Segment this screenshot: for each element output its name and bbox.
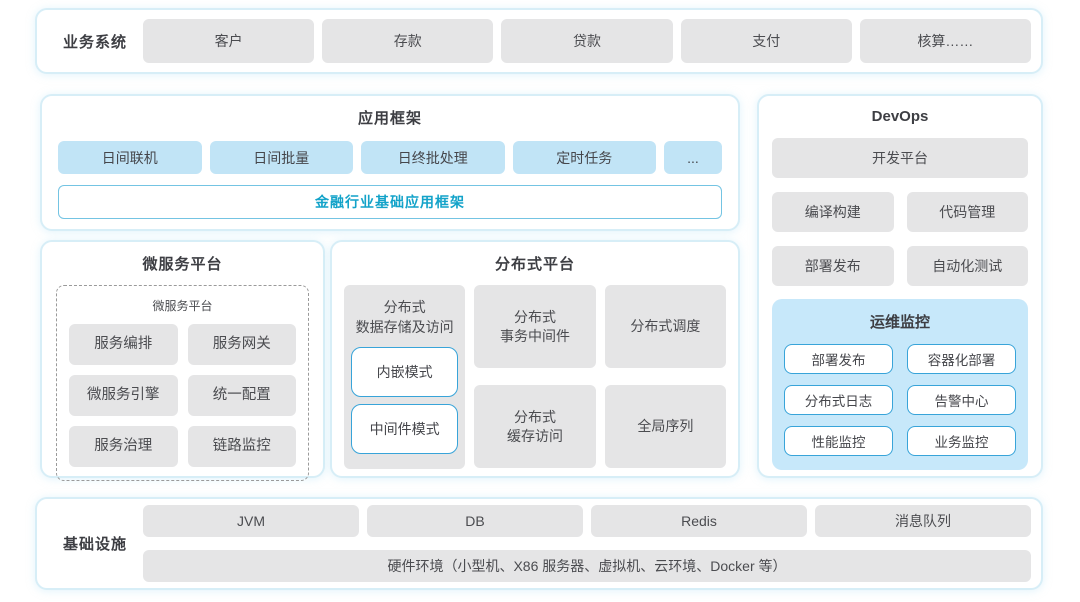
node-global-sequence: 全局序列 xyxy=(604,385,726,468)
business-systems-label: 业务系统 xyxy=(62,33,127,51)
node-distributed-scheduling: 分布式调度 xyxy=(604,285,726,368)
infrastructure-row: JVM DB Redis 消息队列 xyxy=(143,505,1031,537)
node-container-deploy: 容器化部署 xyxy=(907,344,1016,374)
ops-monitoring-panel: 运维监控 部署发布 容器化部署 分布式日志 告警中心 性能监控 业务监控 xyxy=(772,299,1028,470)
node-redis: Redis xyxy=(591,505,807,537)
node-service-governance: 服务治理 xyxy=(69,426,178,467)
node-eod-batch: 日终批处理 xyxy=(361,141,505,174)
node-service-gateway: 服务网关 xyxy=(187,324,296,365)
devops-panel: DevOps 开发平台 编译构建 代码管理 部署发布 自动化测试 运维监控 部署… xyxy=(757,94,1043,478)
node-customer: 客户 xyxy=(143,19,315,63)
distributed-grid: 分布式 数据存储及访问 内嵌模式 中间件模式 分布式 事务中间件 分布式 缓存访… xyxy=(344,285,726,469)
node-dev-platform: 开发平台 xyxy=(772,138,1028,178)
devops-grid: 编译构建 代码管理 部署发布 自动化测试 xyxy=(772,192,1028,286)
app-framework-panel: 应用框架 日间联机 日间批量 日终批处理 定时任务 ... 金融行业基础应用框架 xyxy=(40,94,740,231)
node-deposit: 存款 xyxy=(322,19,494,63)
node-microservice-engine: 微服务引擎 xyxy=(69,375,178,416)
node-db: DB xyxy=(367,505,583,537)
microservice-inner-title: 微服务平台 xyxy=(152,299,213,313)
node-distributed-data-storage: 分布式 数据存储及访问 内嵌模式 中间件模式 xyxy=(344,285,466,469)
node-deploy-release: 部署发布 xyxy=(772,246,894,286)
node-performance-monitoring: 性能监控 xyxy=(784,426,893,456)
distributed-platform-panel: 分布式平台 分布式 数据存储及访问 内嵌模式 中间件模式 分布式 事务中间件 分… xyxy=(330,240,740,478)
node-payment: 支付 xyxy=(680,19,852,63)
devops-title: DevOps xyxy=(871,108,929,125)
node-accounting: 核算…… xyxy=(859,19,1032,63)
node-hardware-environment: 硬件环境（小型机、X86 服务器、虚拟机、云环境、Docker 等） xyxy=(143,550,1031,582)
node-financial-base-framework: 金融行业基础应用框架 xyxy=(58,185,722,219)
infrastructure-panel: 基础设施 JVM DB Redis 消息队列 硬件环境（小型机、X86 服务器、… xyxy=(35,497,1043,590)
distributed-platform-title: 分布式平台 xyxy=(494,256,575,273)
infrastructure-body: JVM DB Redis 消息队列 硬件环境（小型机、X86 服务器、虚拟机、云… xyxy=(143,505,1031,582)
node-service-orchestration: 服务编排 xyxy=(69,324,178,365)
node-alert-center: 告警中心 xyxy=(907,385,1016,415)
node-message-queue: 消息队列 xyxy=(815,505,1031,537)
node-embedded-mode: 内嵌模式 xyxy=(351,347,459,398)
node-middleware-mode: 中间件模式 xyxy=(351,404,459,455)
distributed-col-2: 分布式 事务中间件 分布式 缓存访问 xyxy=(474,285,596,469)
node-scheduled-task: 定时任务 xyxy=(512,141,656,174)
node-loan: 贷款 xyxy=(501,19,673,63)
distributed-col-3: 分布式调度 全局序列 xyxy=(604,285,726,469)
ops-monitoring-grid: 部署发布 容器化部署 分布式日志 告警中心 性能监控 业务监控 xyxy=(784,344,1016,456)
node-automated-testing: 自动化测试 xyxy=(906,246,1028,286)
node-distributed-cache-access: 分布式 缓存访问 xyxy=(474,385,596,468)
microservice-platform-panel: 微服务平台 微服务平台 服务编排 服务网关 微服务引擎 统一配置 服务治理 链路… xyxy=(40,240,325,481)
node-code-management: 代码管理 xyxy=(906,192,1028,232)
distributed-data-storage-label: 分布式 数据存储及访问 xyxy=(355,299,454,335)
node-unified-config: 统一配置 xyxy=(187,375,296,416)
business-systems-panel: 业务系统 客户 存款 贷款 支付 核算…… xyxy=(35,8,1043,74)
microservice-grid: 服务编排 服务网关 微服务引擎 统一配置 服务治理 链路监控 xyxy=(69,324,296,467)
node-daytime-batch: 日间批量 xyxy=(209,141,353,174)
node-ops-deploy-release: 部署发布 xyxy=(784,344,893,374)
app-framework-row: 日间联机 日间批量 日终批处理 定时任务 ... xyxy=(58,141,722,174)
app-framework-title: 应用框架 xyxy=(357,110,422,127)
microservice-inner-box: 微服务平台 服务编排 服务网关 微服务引擎 统一配置 服务治理 链路监控 xyxy=(56,285,309,481)
node-business-monitoring: 业务监控 xyxy=(907,426,1016,456)
node-compile-build: 编译构建 xyxy=(772,192,894,232)
node-distributed-logs: 分布式日志 xyxy=(784,385,893,415)
node-daytime-online: 日间联机 xyxy=(58,141,202,174)
node-more-ellipsis: ... xyxy=(664,141,722,174)
ops-monitoring-title: 运维监控 xyxy=(869,314,930,331)
infrastructure-label: 基础设施 xyxy=(62,536,127,553)
node-link-monitoring: 链路监控 xyxy=(187,426,296,467)
business-systems-row: 客户 存款 贷款 支付 核算…… xyxy=(143,19,1032,63)
microservice-platform-title: 微服务平台 xyxy=(142,256,223,273)
node-jvm: JVM xyxy=(143,505,359,537)
node-distributed-transaction-middleware: 分布式 事务中间件 xyxy=(474,285,596,368)
